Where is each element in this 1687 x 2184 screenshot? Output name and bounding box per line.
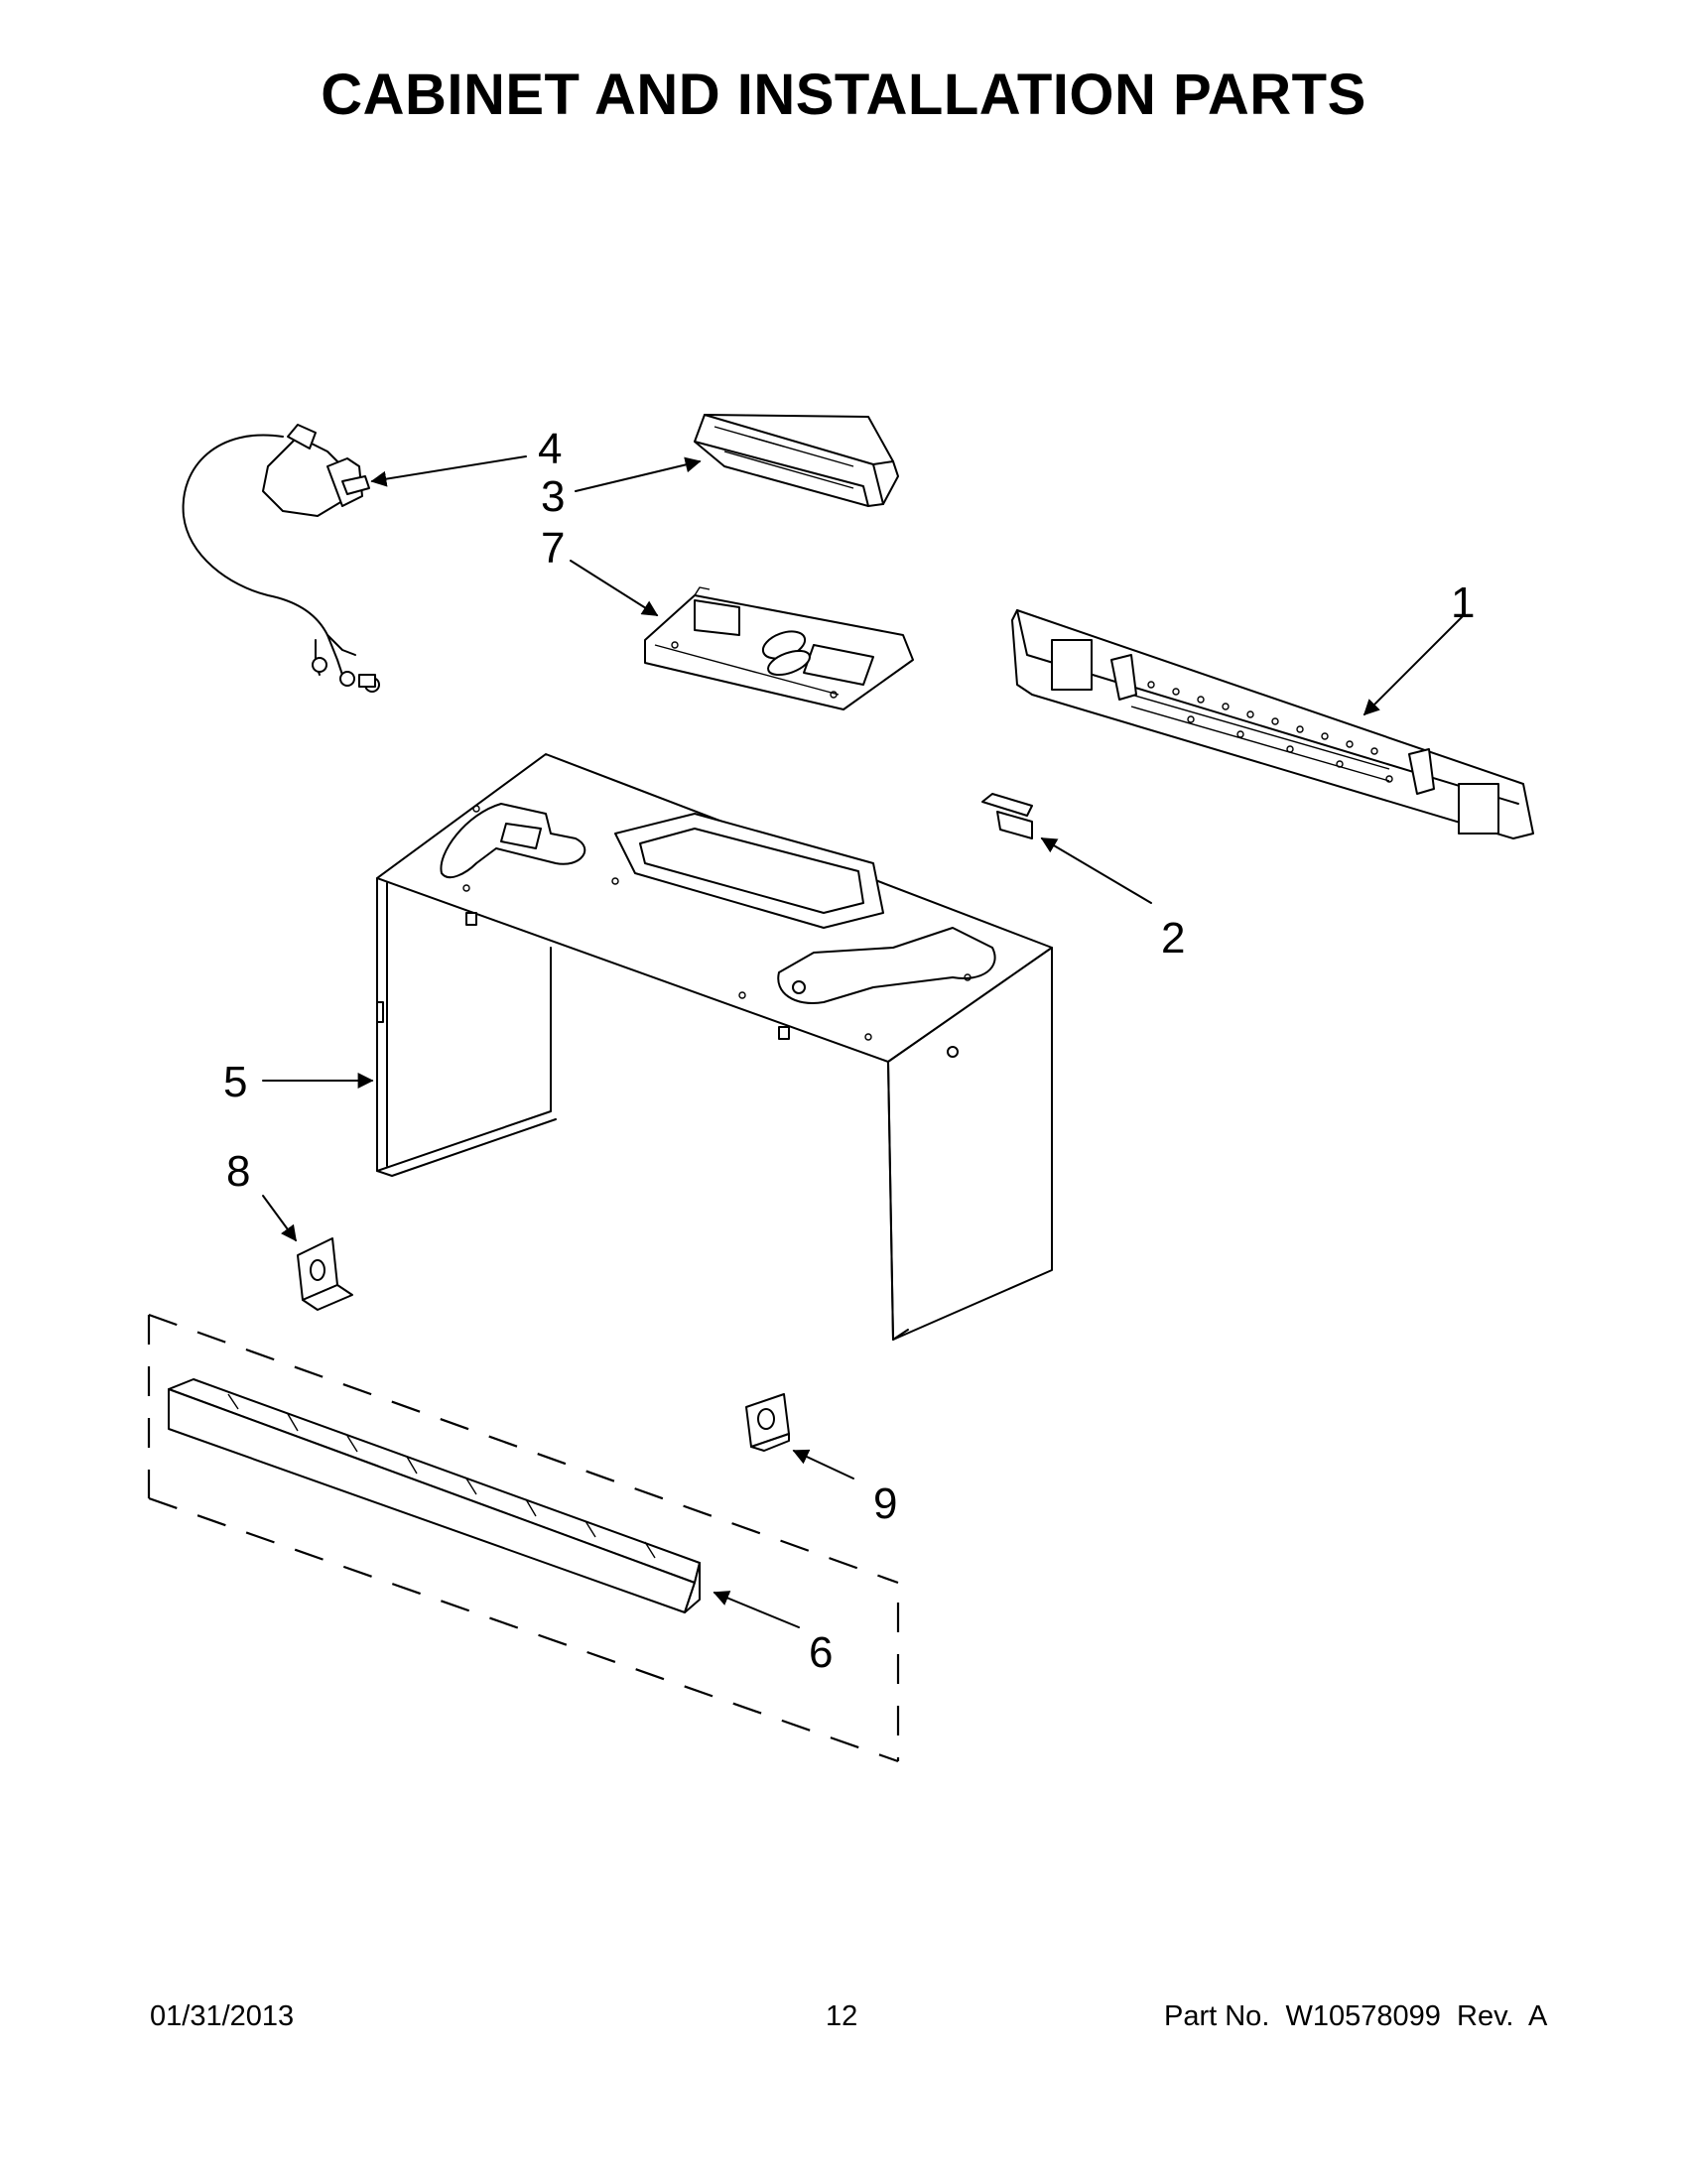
cabinet-part [376, 753, 1053, 1341]
callout-8: 8 [226, 1147, 250, 1196]
damper-part [694, 414, 899, 507]
footer-page-number: 12 [826, 2000, 858, 2032]
callout-5: 5 [223, 1058, 247, 1106]
callout-6: 6 [809, 1628, 833, 1677]
footer-part-number: Part No. W10578099 Rev. A [1164, 2000, 1548, 2032]
mounting-plate-part [644, 586, 914, 710]
callout-9: 9 [873, 1479, 897, 1528]
leader-lines [262, 455, 1465, 1628]
callout-1: 1 [1451, 578, 1475, 627]
footer-date: 01/31/2013 [150, 2000, 295, 2032]
bracket-left-part [297, 1237, 353, 1311]
callout-3: 3 [541, 472, 565, 521]
callout-labels: 1 2 3 4 5 6 7 8 9 [223, 425, 1475, 1677]
bracket-right-part [745, 1393, 790, 1452]
callout-7: 7 [541, 524, 565, 573]
clip-part [981, 793, 1033, 839]
page-title: CABINET AND INSTALLATION PARTS [321, 63, 1366, 127]
vent-grille-part [147, 1313, 900, 1763]
callout-4: 4 [538, 425, 562, 473]
callout-2: 2 [1161, 914, 1185, 963]
power-cord-part [182, 424, 380, 693]
mounting-rail-part [1011, 609, 1534, 839]
